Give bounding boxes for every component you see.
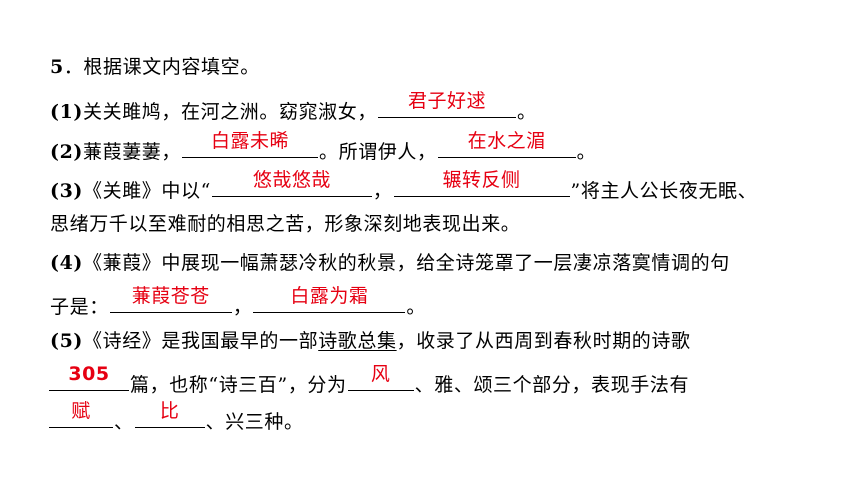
sub-question-5: (5)《诗经》是我国最早的一部诗歌总集，收录了从西周到春秋时期的诗歌 [50, 321, 830, 361]
sub2-text-1: 蒹葭萋萋， [83, 141, 182, 163]
sub3-text-3: ”将主人公长夜无眠、 [570, 180, 758, 202]
sub-question-5-continued: 305 篇，也称“诗三百”，分为 风、雅、颂三个部分，表现手法有 [48, 360, 828, 400]
answer-text: 白露未晞 [211, 130, 290, 152]
sub4-text-4: 。 [406, 296, 427, 318]
sub3-text-2: ， [372, 180, 393, 202]
question-number: 5 [50, 56, 64, 78]
sub3-text-1: 《关雎》中以“ [83, 180, 211, 202]
sub3-text-4: 思绪万千以至难耐的相思之苦，形象深刻地表现出来。 [50, 213, 521, 235]
answer-text: 风 [370, 363, 391, 385]
sub-question-3-continued: 思绪万千以至难耐的相思之苦，形象深刻地表现出来。 [50, 204, 830, 244]
sub-label-5: (5) [50, 330, 83, 352]
answer-blank[interactable]: 风 [347, 360, 414, 391]
sub-question-2: (2)蒹葭萋萋， 白露未晞。所谓伊人， 在水之湄。 [50, 127, 830, 167]
sub5-text-5: 、 [114, 411, 134, 433]
sub1-text-2: 。 [517, 101, 537, 123]
sub-question-1: (1)关关雎鸠，在河之洲。窈窕淑女， 君子好逑。 [50, 87, 830, 127]
answer-text: 蒹葭苍苍 [131, 285, 210, 307]
answer-text: 赋 [71, 400, 91, 422]
sub5-text-4: 、雅、颂三个部分，表现手法有 [414, 374, 690, 396]
answer-text: 君子好逑 [408, 90, 487, 112]
sub-label-2: (2) [50, 141, 83, 163]
sub1-text-1: 关关雎鸠，在河之洲。窈窕淑女， [83, 101, 378, 123]
question-instruction: ．根据课文内容填空。 [63, 56, 260, 78]
answer-text: 辗转反侧 [442, 169, 521, 191]
sub-label-1: (1) [50, 101, 83, 123]
answer-text: 比 [159, 400, 180, 422]
sub5-text-3: 篇，也称“诗三百”，分为 [130, 374, 347, 396]
sub4-text-3: ， [232, 296, 253, 318]
answer-blank[interactable]: 305 [49, 360, 129, 391]
answer-blank[interactable]: 白露为霜 [253, 282, 406, 313]
answer-text: 在水之湄 [467, 130, 546, 152]
sub4-text-1: 《蒹葭》中展现一幅萧瑟冷秋的秋景，给全诗笼罩了一层凄凉落寞情调的句 [83, 252, 730, 274]
question-title: 5．根据课文内容填空。 [50, 47, 830, 87]
answer-blank[interactable]: 在水之湄 [437, 127, 576, 158]
sub5-text-6: 、兴三种。 [205, 411, 304, 433]
answer-blank[interactable]: 君子好逑 [378, 87, 517, 118]
sub-question-5-end: 赋、 比、兴三种。 [48, 397, 828, 437]
answer-blank[interactable]: 白露未晞 [182, 127, 319, 158]
sub4-text-2: 子是： [50, 296, 109, 318]
answer-blank[interactable]: 比 [134, 397, 205, 428]
sub5-text-2: ，收录了从西周到春秋时期的诗歌 [396, 330, 691, 352]
sub-question-4-continued: 子是： 蒹葭苍苍 ， 白露为霜。 [50, 282, 830, 322]
sub-label-3: (3) [50, 180, 83, 202]
answer-blank[interactable]: 辗转反侧 [393, 166, 570, 197]
sub5-text-1: 《诗经》是我国最早的一部 [83, 330, 319, 352]
answer-text: 305 [68, 363, 110, 385]
answer-blank[interactable]: 赋 [49, 397, 113, 428]
underlined-term: 诗歌总集 [318, 330, 397, 352]
sub-question-4: (4)《蒹葭》中展现一幅萧瑟冷秋的秋景，给全诗笼罩了一层凄凉落寞情调的句 [50, 243, 830, 283]
answer-text: 白露为霜 [290, 285, 369, 307]
answer-text: 悠哉悠哉 [252, 169, 331, 191]
sub-label-4: (4) [50, 252, 83, 274]
answer-blank[interactable]: 蒹葭苍苍 [109, 282, 232, 313]
sub2-text-3: 。 [576, 141, 597, 163]
sub-question-3: (3)《关雎》中以“ 悠哉悠哉 ， 辗转反侧 ”将主人公长夜无眠、 [50, 166, 830, 206]
sub2-text-2: 。所谓伊人， [319, 141, 437, 163]
answer-blank[interactable]: 悠哉悠哉 [211, 166, 372, 197]
